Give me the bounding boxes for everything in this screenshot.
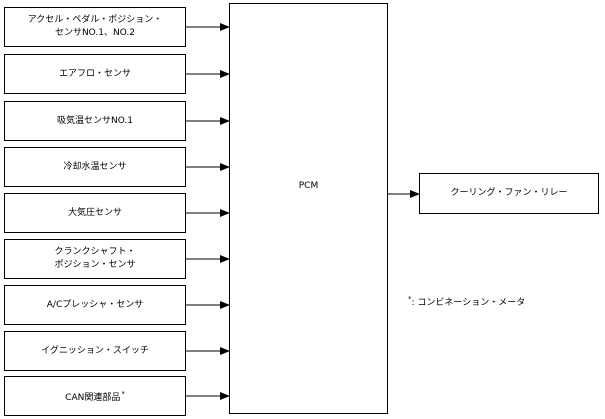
input-box-intake-temp-sensor: 吸気温センサNO.1	[4, 101, 186, 141]
input-label-intake-temp-sensor: 吸気温センサNO.1	[56, 115, 134, 126]
asterisk-marker: *	[121, 389, 125, 398]
pcm-label: PCM	[298, 181, 319, 191]
input-box-barometric-sensor: 大気圧センサ	[4, 193, 186, 233]
output-box-cooling-fan-relay: クーリング・ファン・リレー	[419, 173, 599, 214]
input-box-airflow-sensor: エアフロ・センサ	[4, 54, 186, 94]
output-label-cooling-fan-relay: クーリング・ファン・リレー	[450, 188, 568, 198]
input-box-ignition-switch: イグニッション・スイッチ	[4, 331, 186, 371]
input-box-accel-pedal-sensor: アクセル・ペダル・ポジション・ センサNO.1、NO.2	[4, 7, 186, 47]
input-box-coolant-temp-sensor: 冷却水温センサ	[4, 147, 186, 187]
footnote-text: : コンビネーション・メータ	[411, 298, 526, 308]
input-label-crankshaft-sensor: クランクシャフト・ ポジション・センサ	[54, 247, 136, 270]
input-label-barometric-sensor: 大気圧センサ	[67, 207, 122, 218]
footnote: *: コンビネーション・メータ	[408, 295, 525, 308]
input-label-can-parts: CAN関連部品*	[65, 389, 125, 403]
input-box-can-parts: CAN関連部品*	[4, 376, 186, 416]
input-box-ac-pressure-sensor: A/Cプレッシャ・センサ	[4, 285, 186, 325]
input-label-ignition-switch: イグニッション・スイッチ	[41, 345, 149, 356]
input-label-airflow-sensor: エアフロ・センサ	[58, 68, 131, 79]
input-label-accel-pedal-sensor: アクセル・ペダル・ポジション・ センサNO.1、NO.2	[27, 15, 163, 38]
pcm-block	[229, 3, 388, 414]
footnote-marker: *	[408, 295, 412, 303]
input-box-crankshaft-sensor: クランクシャフト・ ポジション・センサ	[4, 239, 186, 279]
input-label-coolant-temp-sensor: 冷却水温センサ	[63, 161, 127, 172]
input-label-ac-pressure-sensor: A/Cプレッシャ・センサ	[46, 299, 144, 310]
